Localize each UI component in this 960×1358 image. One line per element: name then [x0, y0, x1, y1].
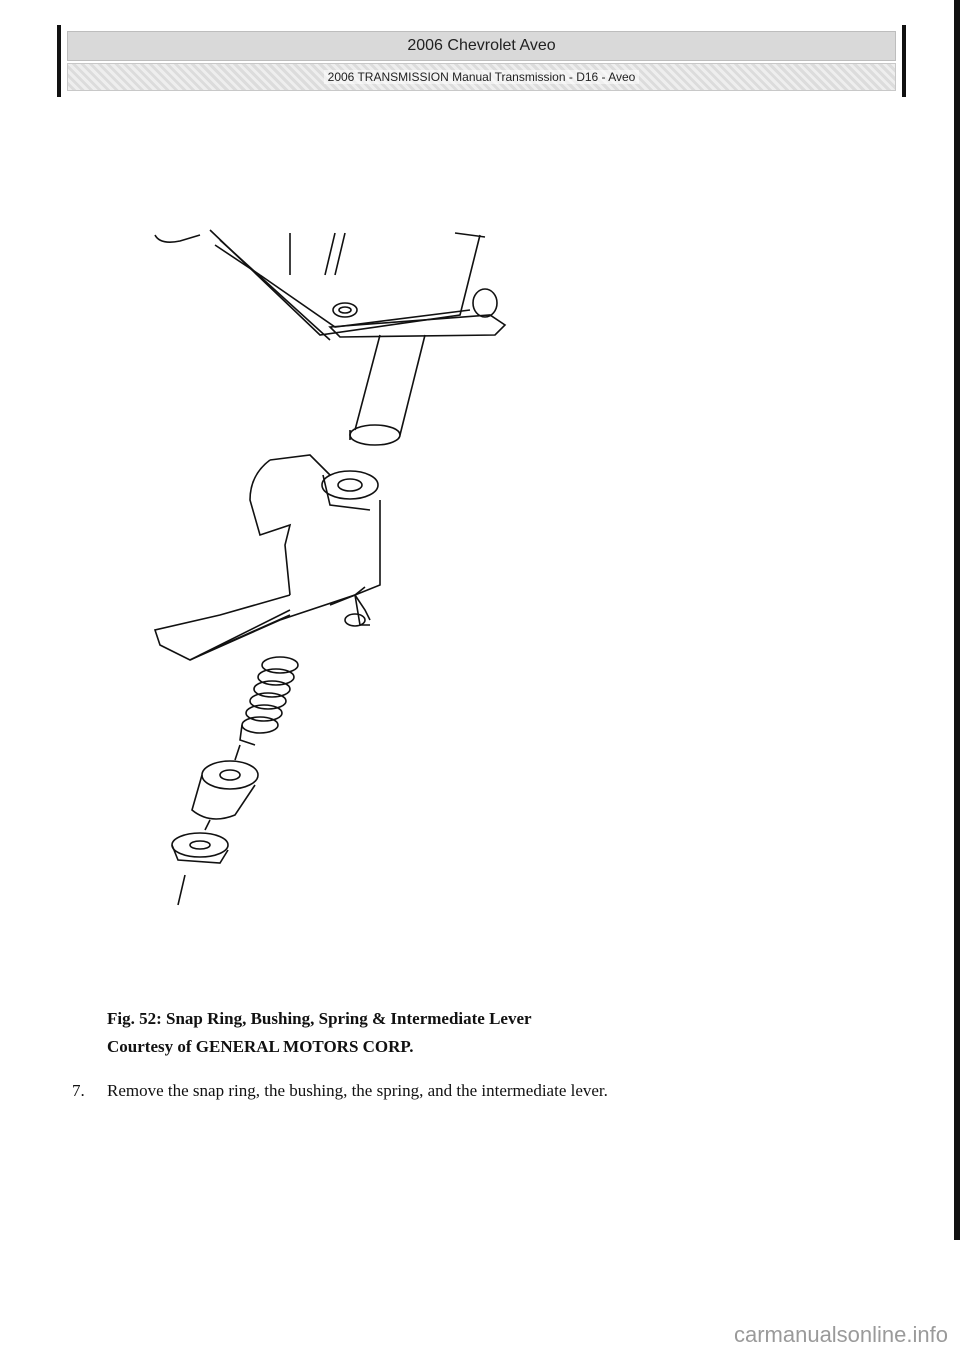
page-edge-rule [954, 0, 960, 1240]
section-subtitle: 2006 TRANSMISSION Manual Transmission - … [67, 63, 896, 91]
procedure-step: 7. Remove the snap ring, the bushing, the… [72, 1077, 872, 1105]
bottom-snap-ring [171, 819, 229, 906]
bushing [191, 744, 259, 820]
exploded-view-illustration [153, 229, 507, 906]
step-text: Remove the snap ring, the bushing, the s… [107, 1081, 608, 1100]
page-header: 2006 Chevrolet Aveo 2006 TRANSMISSION Ma… [57, 25, 906, 97]
figure-caption: Fig. 52: Snap Ring, Bushing, Spring & In… [107, 1005, 727, 1061]
section-subtitle-text: 2006 TRANSMISSION Manual Transmission - … [323, 70, 640, 84]
snap-ring [321, 470, 379, 511]
intermediate-lever [153, 454, 381, 661]
spring [239, 656, 299, 746]
shaft-bracket [154, 229, 507, 341]
step-number: 7. [72, 1081, 85, 1100]
pivot-pin [349, 334, 426, 446]
figure-title: Fig. 52: Snap Ring, Bushing, Spring & In… [107, 1009, 532, 1028]
figure-credit: Courtesy of GENERAL MOTORS CORP. [107, 1037, 414, 1056]
vehicle-title: 2006 Chevrolet Aveo [67, 31, 896, 61]
site-watermark: carmanualsonline.info [733, 1322, 948, 1347]
